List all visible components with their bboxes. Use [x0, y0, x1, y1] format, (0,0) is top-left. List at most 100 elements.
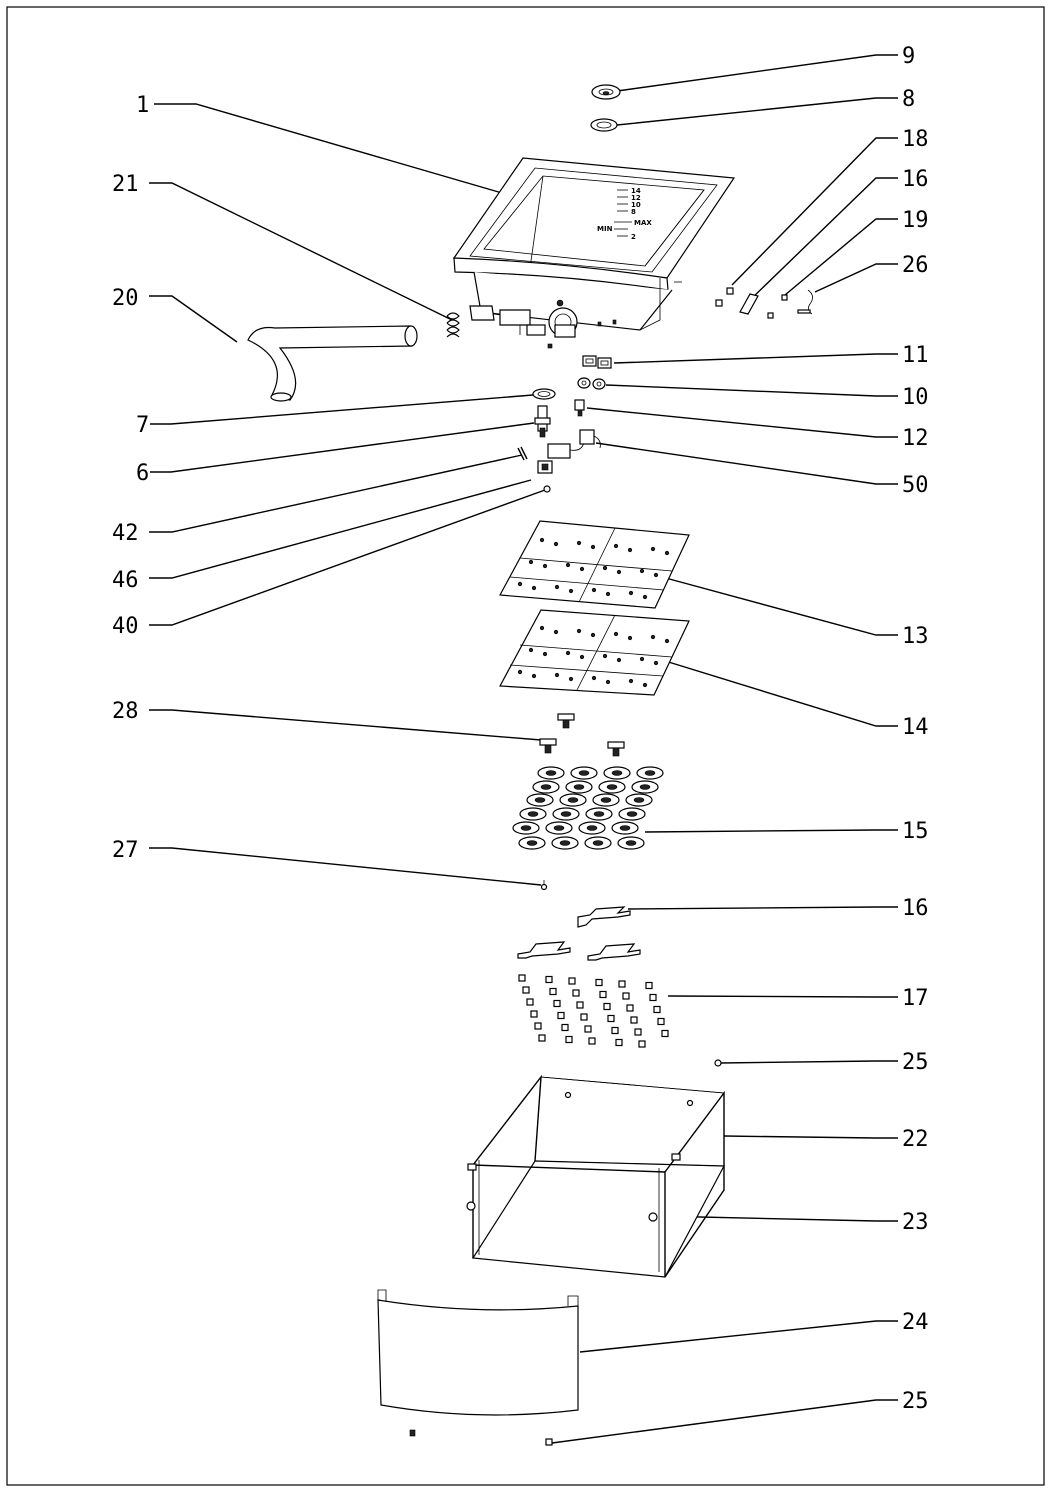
plate-hole — [591, 675, 597, 681]
callout-22: 22 — [723, 1127, 929, 1152]
nut — [576, 1001, 584, 1009]
callout-label-15: 15 — [902, 819, 929, 844]
plate-hole — [517, 581, 523, 587]
plate-hole — [553, 629, 559, 635]
plate-hole — [528, 647, 534, 653]
callout-label-11: 11 — [902, 343, 929, 368]
part-heating-plate-upper — [499, 520, 690, 609]
part-screw — [543, 485, 551, 493]
plate-hole — [653, 572, 659, 578]
disc-center — [600, 797, 612, 803]
plate-hole — [639, 568, 645, 574]
callout-label-28: 28 — [112, 699, 139, 724]
callout-23: 23 — [655, 1210, 929, 1235]
plate-hole — [650, 546, 656, 552]
plate-hole — [531, 673, 537, 679]
nut — [549, 987, 557, 996]
plate-hole — [517, 669, 523, 675]
callout-25-bottom: 25 — [551, 1389, 929, 1444]
callout-label-17: 17 — [902, 986, 929, 1011]
callout-label-1: 1 — [136, 93, 149, 118]
part-switch-cable — [547, 429, 601, 459]
nut — [607, 1014, 615, 1023]
disc-center — [606, 784, 618, 790]
part-oil-tank: 14 12 10 8 MAX MIN 2 — [452, 157, 736, 349]
nut — [534, 1022, 542, 1030]
callout-label-16-bottom: 16 — [902, 896, 929, 921]
plate-hole — [554, 584, 560, 590]
callout-16-top: 16 — [749, 167, 929, 301]
callout-label-20: 20 — [112, 286, 139, 311]
nut — [526, 998, 534, 1006]
nut — [618, 980, 626, 988]
part-washer — [532, 388, 556, 400]
disc-center — [526, 840, 538, 846]
scale-min: MIN — [597, 225, 613, 233]
nut — [634, 1028, 642, 1036]
part-nuts — [577, 377, 606, 390]
plate-hole — [590, 544, 596, 550]
plate-hole — [554, 672, 560, 678]
nut — [599, 990, 607, 999]
callout-27: 27 — [112, 838, 542, 886]
part-thermostat-knob — [574, 399, 585, 417]
plate-hole — [628, 590, 634, 596]
part-disc-group — [512, 766, 664, 850]
disc-center — [626, 811, 638, 817]
disc-center — [527, 811, 539, 817]
callout-label-10: 10 — [902, 385, 929, 410]
nut — [538, 1034, 546, 1042]
scale-mark-12: 12 — [631, 194, 641, 202]
scale-max: MAX — [634, 219, 652, 227]
callout-label-23: 23 — [902, 1210, 929, 1235]
nut — [565, 1035, 573, 1044]
part-bracket — [537, 460, 553, 474]
callout-label-21: 21 — [112, 172, 139, 197]
part-nut-grid — [518, 974, 669, 1048]
part-spring — [446, 312, 460, 338]
part-pin — [534, 405, 551, 438]
callout-40: 40 — [112, 489, 546, 639]
nut — [615, 1038, 623, 1047]
disc-center — [559, 840, 571, 846]
plate-hole — [664, 638, 670, 644]
callout-11: 11 — [613, 343, 929, 368]
plate-hole — [591, 587, 597, 593]
plate-hole — [542, 651, 548, 657]
part-brackets — [517, 906, 641, 961]
disc-center — [586, 825, 598, 831]
plate-hole — [565, 562, 571, 568]
disc-center — [592, 840, 604, 846]
part-ring — [590, 118, 618, 132]
callout-17: 17 — [667, 986, 929, 1011]
part-housing — [466, 1074, 725, 1278]
callout-16-bottom: 16 — [627, 896, 929, 921]
callout-21: 21 — [112, 172, 453, 321]
nut — [545, 975, 553, 984]
callout-label-40: 40 — [112, 614, 139, 639]
nut — [588, 1037, 596, 1045]
scale-mark-14: 14 — [631, 187, 641, 195]
disc-center — [578, 770, 590, 776]
disc-center — [540, 784, 552, 790]
callout-10: 10 — [605, 384, 929, 410]
plate-hole — [576, 540, 582, 546]
callout-15: 15 — [644, 819, 929, 844]
nut — [661, 1029, 669, 1038]
nut — [522, 986, 530, 994]
scale-mark-2: 2 — [631, 233, 636, 241]
part-fasteners — [539, 713, 625, 757]
plate-hole — [653, 660, 659, 666]
callout-9: 9 — [616, 44, 915, 92]
callout-7: 7 — [136, 394, 534, 438]
plate-hole — [605, 591, 611, 597]
callout-label-6: 6 — [136, 461, 149, 486]
callout-13: 13 — [661, 576, 929, 649]
nut — [630, 1016, 638, 1024]
nut — [626, 1004, 634, 1012]
disc-center — [593, 811, 605, 817]
callout-label-25-top: 25 — [902, 1050, 929, 1075]
plate-hole — [664, 550, 670, 556]
callout-label-25-bottom: 25 — [902, 1389, 929, 1414]
